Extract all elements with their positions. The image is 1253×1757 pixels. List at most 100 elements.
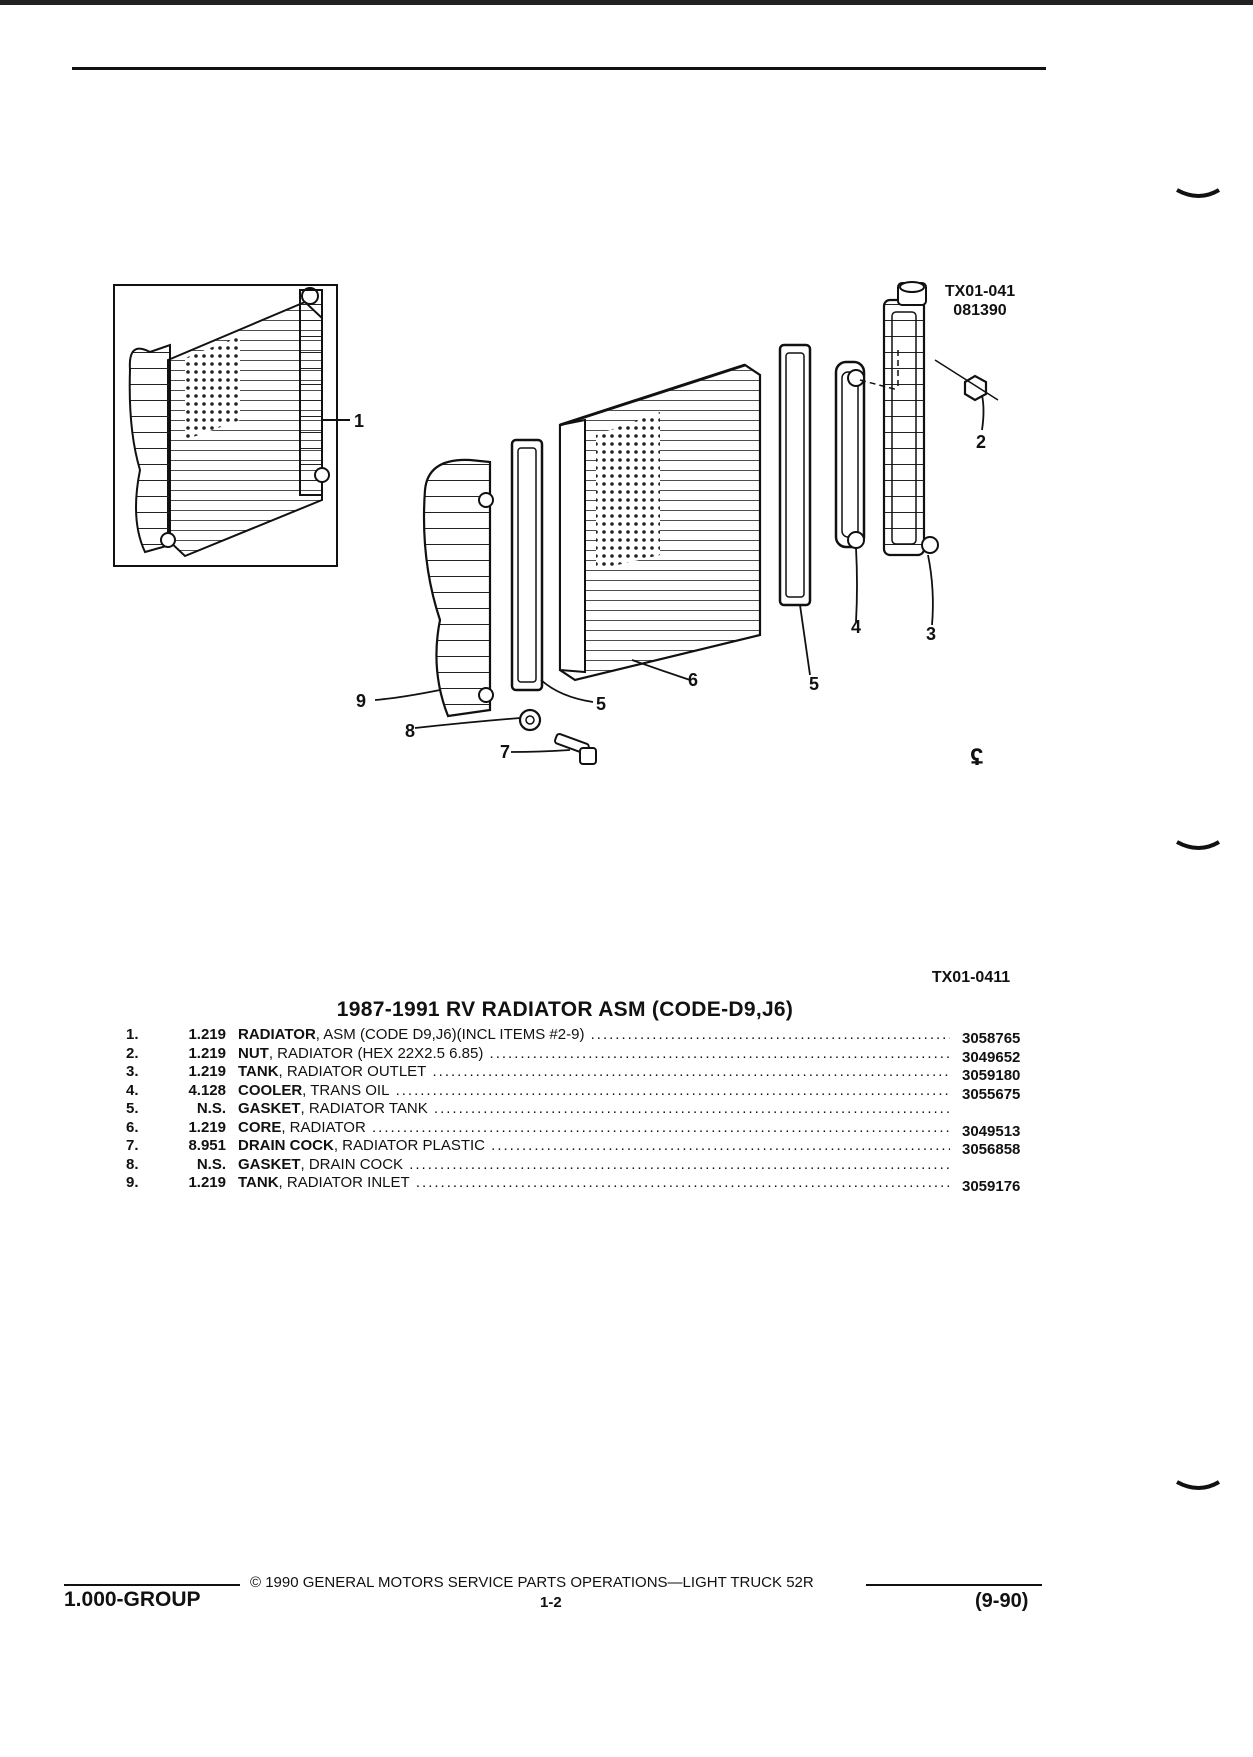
- figure-reference-code: TX01-0411: [931, 969, 1011, 986]
- revision-date: (9-90): [975, 1590, 1029, 1612]
- part-detail: , RADIATOR INLET: [278, 1174, 410, 1191]
- parts-row: 3. 1.219 TANK, RADIATOR OUTLET ...........…: [126, 1063, 1046, 1084]
- callout-4: 4: [851, 617, 862, 637]
- part-detail: , TRANS OIL: [302, 1081, 390, 1099]
- dot-leader: ........................................…: [395, 1081, 950, 1099]
- callout-5-right: 5: [809, 674, 820, 694]
- part-name: GASKET: [238, 1100, 301, 1117]
- outlet-tank-drawing: [882, 298, 926, 557]
- item-number: 2.: [126, 1044, 139, 1062]
- part-description: TANK, RADIATOR OUTLET ..................…: [238, 1063, 950, 1080]
- item-number: 6.: [126, 1118, 139, 1136]
- gasket-right-drawing: [778, 343, 812, 607]
- gasket-left-drawing: [510, 438, 544, 692]
- group-number: 1.219: [188, 1174, 226, 1191]
- part-description: GASKET, RADIATOR TANK ..................…: [238, 1100, 950, 1117]
- part-number: 3059176: [962, 1178, 1021, 1195]
- part-detail: , DRAIN COCK: [300, 1155, 404, 1173]
- drain-gasket-drawing: [518, 708, 542, 732]
- inlet-tank-drawing: [422, 458, 492, 718]
- dot-leader: ........................................…: [590, 1026, 950, 1043]
- part-description: CORE, RADIATOR .........................…: [238, 1119, 950, 1136]
- callout-9: 9: [356, 691, 367, 711]
- callout-8: 8: [405, 721, 416, 741]
- parts-row: 2. 1.219 NUT, RADIATOR (HEX 22X2.5 6.85) .…: [126, 1044, 1046, 1066]
- part-number: 3055675: [962, 1085, 1021, 1103]
- image-code: TX01-041: [944, 283, 1016, 300]
- dot-leader: ........................................…: [415, 1174, 950, 1191]
- callout-2: 2: [976, 432, 987, 452]
- footer-group: 1.000-GROUP: [64, 1588, 201, 1611]
- figure-code-label: TX01-041 081390: [940, 282, 1020, 320]
- item-number: 4.: [126, 1081, 139, 1099]
- part-detail: , RADIATOR PLASTIC: [333, 1137, 485, 1154]
- parts-row: 1. 1.219 RADIATOR, ASM (CODE D9,J6)(INCL I…: [126, 1026, 1046, 1047]
- image-date: 081390: [953, 302, 1007, 319]
- parts-row: 4. 4.128 COOLER, TRANS OIL ...............…: [126, 1081, 1046, 1103]
- group-number: 1.219: [188, 1063, 226, 1080]
- parts-row: 9. 1.219 TANK, RADIATOR INLET ............…: [126, 1174, 1046, 1195]
- part-name: GASKET: [238, 1155, 301, 1173]
- trans-oil-cooler-drawing: [834, 360, 866, 549]
- item-number: 9.: [126, 1174, 139, 1191]
- part-description: GASKET, DRAIN COCK .....................…: [238, 1156, 950, 1173]
- part-name: NUT: [238, 1044, 269, 1062]
- part-name: COOLER: [238, 1081, 303, 1099]
- part-description: RADIATOR, ASM (CODE D9,J6)(INCL ITEMS #2…: [238, 1026, 950, 1043]
- header-rule: [72, 67, 1046, 70]
- parts-row: 6. 1.219 CORE, RADIATOR ..................…: [126, 1118, 1046, 1140]
- group-number: 1.219: [188, 1044, 226, 1062]
- group-number: 8.951: [188, 1137, 226, 1154]
- margin-mark-icon: [1176, 188, 1221, 198]
- callout-3: 3: [926, 624, 937, 644]
- item-number: 1.: [126, 1026, 139, 1043]
- part-name: CORE: [238, 1118, 282, 1136]
- item-number: 8.: [126, 1155, 139, 1173]
- part-description: NUT, RADIATOR (HEX 22X2.5 6.85) ........…: [238, 1045, 950, 1062]
- dot-leader: ........................................…: [491, 1137, 950, 1154]
- part-name: DRAIN COCK: [238, 1137, 334, 1154]
- dot-leader: ........................................…: [432, 1063, 951, 1080]
- item-number: 3.: [126, 1063, 139, 1080]
- callout-5-left: 5: [596, 694, 607, 714]
- dot-leader: ........................................…: [489, 1044, 950, 1062]
- page-number: 1-2: [540, 1594, 562, 1611]
- radiator-exploded-diagram: [113, 281, 999, 765]
- part-number: 3059180: [962, 1067, 1021, 1084]
- part-name: TANK: [238, 1174, 279, 1191]
- callout-6: 6: [688, 670, 699, 690]
- part-description: COOLER, TRANS OIL ......................…: [238, 1082, 950, 1099]
- part-number: 3056858: [962, 1141, 1021, 1158]
- parts-list: 1. 1.219 RADIATOR, ASM (CODE D9,J6)(INCL I…: [126, 1026, 1046, 1195]
- group-number: 4.128: [188, 1081, 226, 1099]
- margin-mark-icon: [1176, 840, 1221, 850]
- part-detail: , ASM (CODE D9,J6)(INCL ITEMS #2-9): [315, 1026, 585, 1043]
- dot-leader: ........................................…: [433, 1100, 950, 1117]
- parts-row: 7. 8.951 DRAIN COCK, RADIATOR PLASTIC ....…: [126, 1137, 1046, 1158]
- callout-7: 7: [500, 742, 511, 762]
- parts-row: 8. N.S. GASKET, DRAIN COCK ...............…: [126, 1156, 1046, 1175]
- part-number: 3049513: [962, 1122, 1021, 1140]
- part-detail: , RADIATOR (HEX 22X2.5 6.85): [268, 1044, 484, 1062]
- footer-rule-right: [866, 1584, 1042, 1586]
- part-name: RADIATOR: [238, 1026, 316, 1043]
- item-number: 5.: [126, 1100, 139, 1117]
- group-number: N.S.: [196, 1155, 226, 1173]
- item-number: 7.: [126, 1137, 139, 1154]
- assembled-radiator-inset: [113, 284, 350, 567]
- parts-row: 5. N.S. GASKET, RADIATOR TANK ............…: [126, 1100, 1046, 1119]
- group-number: N.S.: [196, 1100, 226, 1117]
- part-description: DRAIN COCK, RADIATOR PLASTIC ...........…: [238, 1137, 950, 1154]
- group-number: 1.219: [188, 1118, 226, 1136]
- part-detail: , RADIATOR OUTLET: [278, 1063, 427, 1080]
- margin-mark-icon: [1176, 1480, 1221, 1490]
- dot-leader: ........................................…: [409, 1155, 950, 1173]
- part-number: 3058765: [962, 1030, 1021, 1047]
- footer-rule-left: [64, 1584, 240, 1586]
- group-number: 1.219: [188, 1026, 226, 1043]
- scan-edge: [0, 0, 1253, 5]
- footer-copyright: © 1990 GENERAL MOTORS SERVICE PARTS OPER…: [250, 1574, 814, 1591]
- part-detail: , RADIATOR: [281, 1118, 366, 1136]
- callout-1: 1: [354, 411, 365, 431]
- part-number: 3049652: [962, 1048, 1021, 1066]
